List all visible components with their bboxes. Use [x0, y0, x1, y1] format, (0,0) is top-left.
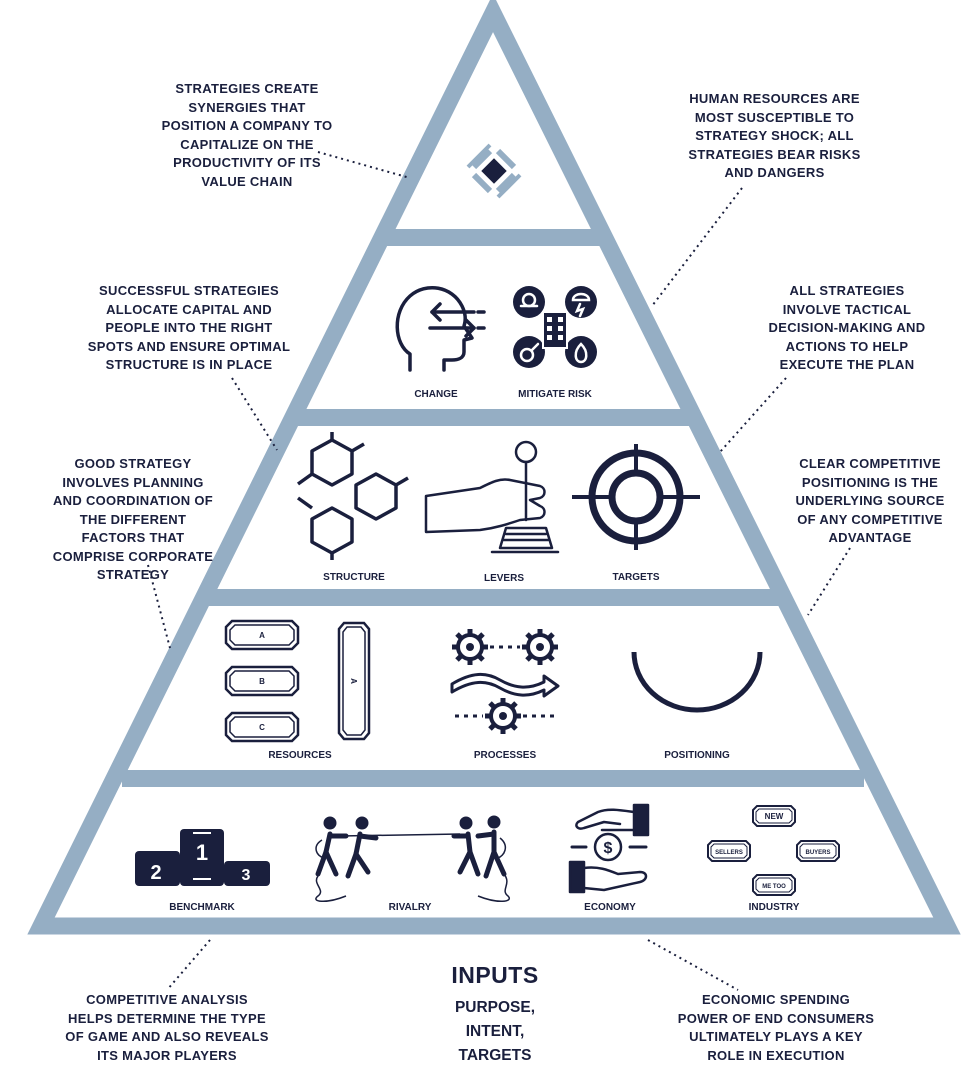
risk-quad-icon [513, 286, 597, 368]
industry-tag-new-label: NEW [765, 812, 784, 821]
tier3-label-targets: TARGETS [612, 572, 659, 583]
resource-tag-c: C [224, 711, 300, 743]
industry-tags: NEW SELLERS BUYERS ME TOO [707, 805, 840, 896]
connector-top-right [651, 187, 743, 307]
industry-tag-buyers: BUYERS [796, 840, 840, 862]
tier5-label-benchmark: BENCHMARK [169, 902, 235, 913]
hand-money-icon: $ [568, 803, 650, 894]
svg-text:$: $ [604, 840, 613, 857]
note-bottom-left: COMPETITIVE ANALYSIS HELPS DETERMINE THE… [65, 992, 269, 1063]
industry-tag-new: NEW [752, 805, 796, 827]
note-mid-right: ALL STRATEGIES INVOLVE TACTICAL DECISION… [768, 283, 926, 372]
resource-tag-b: B [224, 665, 300, 697]
industry-tag-me-too: ME TOO [752, 874, 796, 896]
resources-tags: A B C A [224, 619, 371, 743]
head-change-icon [395, 286, 486, 372]
connector-bottom-right [647, 939, 739, 991]
inputs-lines: PURPOSE, INTENT, TARGETS [430, 996, 560, 1068]
pyramid-outline [27, 0, 961, 935]
podium-icon: 2 1 3 [135, 829, 270, 886]
resource-tag-a: A [224, 619, 300, 651]
tier2-label-mitigate-risk: MITIGATE RISK [518, 389, 592, 400]
gears-process-icon [450, 629, 560, 734]
resource-tag-b-label: B [259, 677, 265, 686]
connector-top-left [317, 151, 411, 179]
note-low-right: CLEAR COMPETITIVE POSITIONING IS THE UND… [795, 456, 945, 545]
podium-second: 2 [150, 862, 161, 884]
tier3-label-structure: STRUCTURE [323, 572, 385, 583]
tier5-label-rivalry: RIVALRY [389, 902, 432, 913]
note-top-left: STRATEGIES CREATE SYNERGIES THAT POSITIO… [161, 81, 333, 189]
tier-bands [122, 229, 864, 787]
note-mid-left: SUCCESSFUL STRATEGIES ALLOCATE CAPITAL A… [87, 283, 291, 372]
crosshair-target-icon [572, 444, 700, 550]
tier5-label-industry: INDUSTRY [749, 902, 800, 913]
note-low-left: GOOD STRATEGY INVOLVES PLANNING AND COOR… [52, 456, 214, 582]
inputs-title: INPUTS [451, 962, 539, 988]
lever-hand-icon [424, 440, 560, 554]
arc-positioning-icon [631, 651, 763, 713]
tier4-label-positioning: POSITIONING [664, 750, 730, 761]
industry-tag-sellers: SELLERS [707, 840, 751, 862]
connector-mid-right [719, 377, 787, 453]
resource-tag-c-label: C [259, 723, 265, 732]
connector-mid-left [231, 377, 278, 451]
inputs-line-purpose: PURPOSE, [454, 999, 536, 1016]
tier3-label-levers: LEVERS [484, 573, 524, 584]
industry-tag-sellers-label: SELLERS [715, 850, 743, 856]
tier-band-1 [380, 229, 608, 246]
tier5-label-economy: ECONOMY [584, 902, 636, 913]
hexagon-structure-icon [296, 432, 409, 560]
connector-low-left [147, 564, 171, 649]
diamond-logo-icon [466, 143, 522, 199]
podium-third: 3 [242, 867, 251, 884]
industry-tag-buyers-label: BUYERS [805, 850, 830, 856]
tier-band-4 [122, 770, 864, 787]
podium-first: 1 [196, 840, 208, 865]
tier4-label-resources: RESOURCES [268, 750, 332, 761]
tier-band-2 [295, 409, 691, 426]
resource-tag-a-label: A [259, 631, 265, 640]
resource-tag-vertical: A [337, 621, 371, 741]
tier2-label-change: CHANGE [414, 389, 458, 400]
inputs-line-intent: INTENT, [465, 1023, 525, 1040]
connector-lines [147, 151, 851, 991]
note-top-right: HUMAN RESOURCES ARE MOST SUSCEPTIBLE TO … [688, 91, 861, 180]
note-bottom-right: ECONOMIC SPENDING POWER OF END CONSUMERS… [677, 992, 875, 1063]
resource-tag-vertical-label: A [349, 678, 358, 684]
connector-bottom-left [166, 939, 211, 991]
pyramid-frame [27, 0, 961, 935]
tug-of-war-icon [315, 815, 511, 902]
connector-low-right [807, 547, 851, 616]
industry-tag-me-too-label: ME TOO [762, 884, 786, 890]
tier-band-3 [204, 589, 782, 606]
inputs-line-targets: TARGETS [458, 1047, 532, 1064]
tier4-label-processes: PROCESSES [474, 750, 537, 761]
